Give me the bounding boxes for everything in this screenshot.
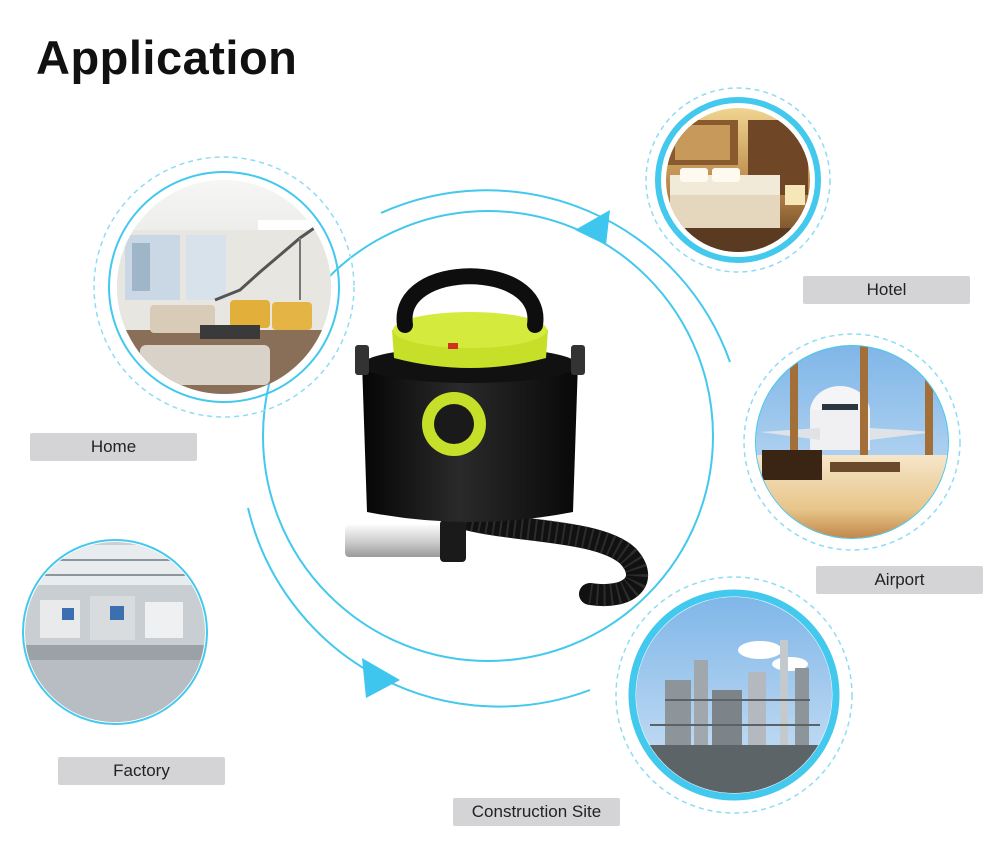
- airport-terminal-photo: [756, 346, 948, 538]
- airport-label: Airport: [816, 566, 983, 594]
- home-label: Home: [30, 433, 197, 461]
- factory-floor-photo: [25, 542, 205, 722]
- hotel-label: Hotel: [803, 276, 970, 304]
- page-title: Application: [36, 31, 298, 84]
- hotel-scene: [645, 87, 831, 273]
- factory-scene: [22, 539, 208, 725]
- arrow-right-icon: [575, 210, 610, 245]
- construction-site-label: Construction Site: [453, 798, 620, 826]
- airport-scene: [743, 333, 961, 551]
- arrow-left-icon: [362, 658, 400, 698]
- living-room-photo: [117, 180, 331, 394]
- construction-site-scene: [615, 576, 853, 814]
- home-scene: [93, 156, 355, 418]
- factory-label: Factory: [58, 757, 225, 785]
- ash-vacuum-cleaner-icon: [345, 268, 648, 607]
